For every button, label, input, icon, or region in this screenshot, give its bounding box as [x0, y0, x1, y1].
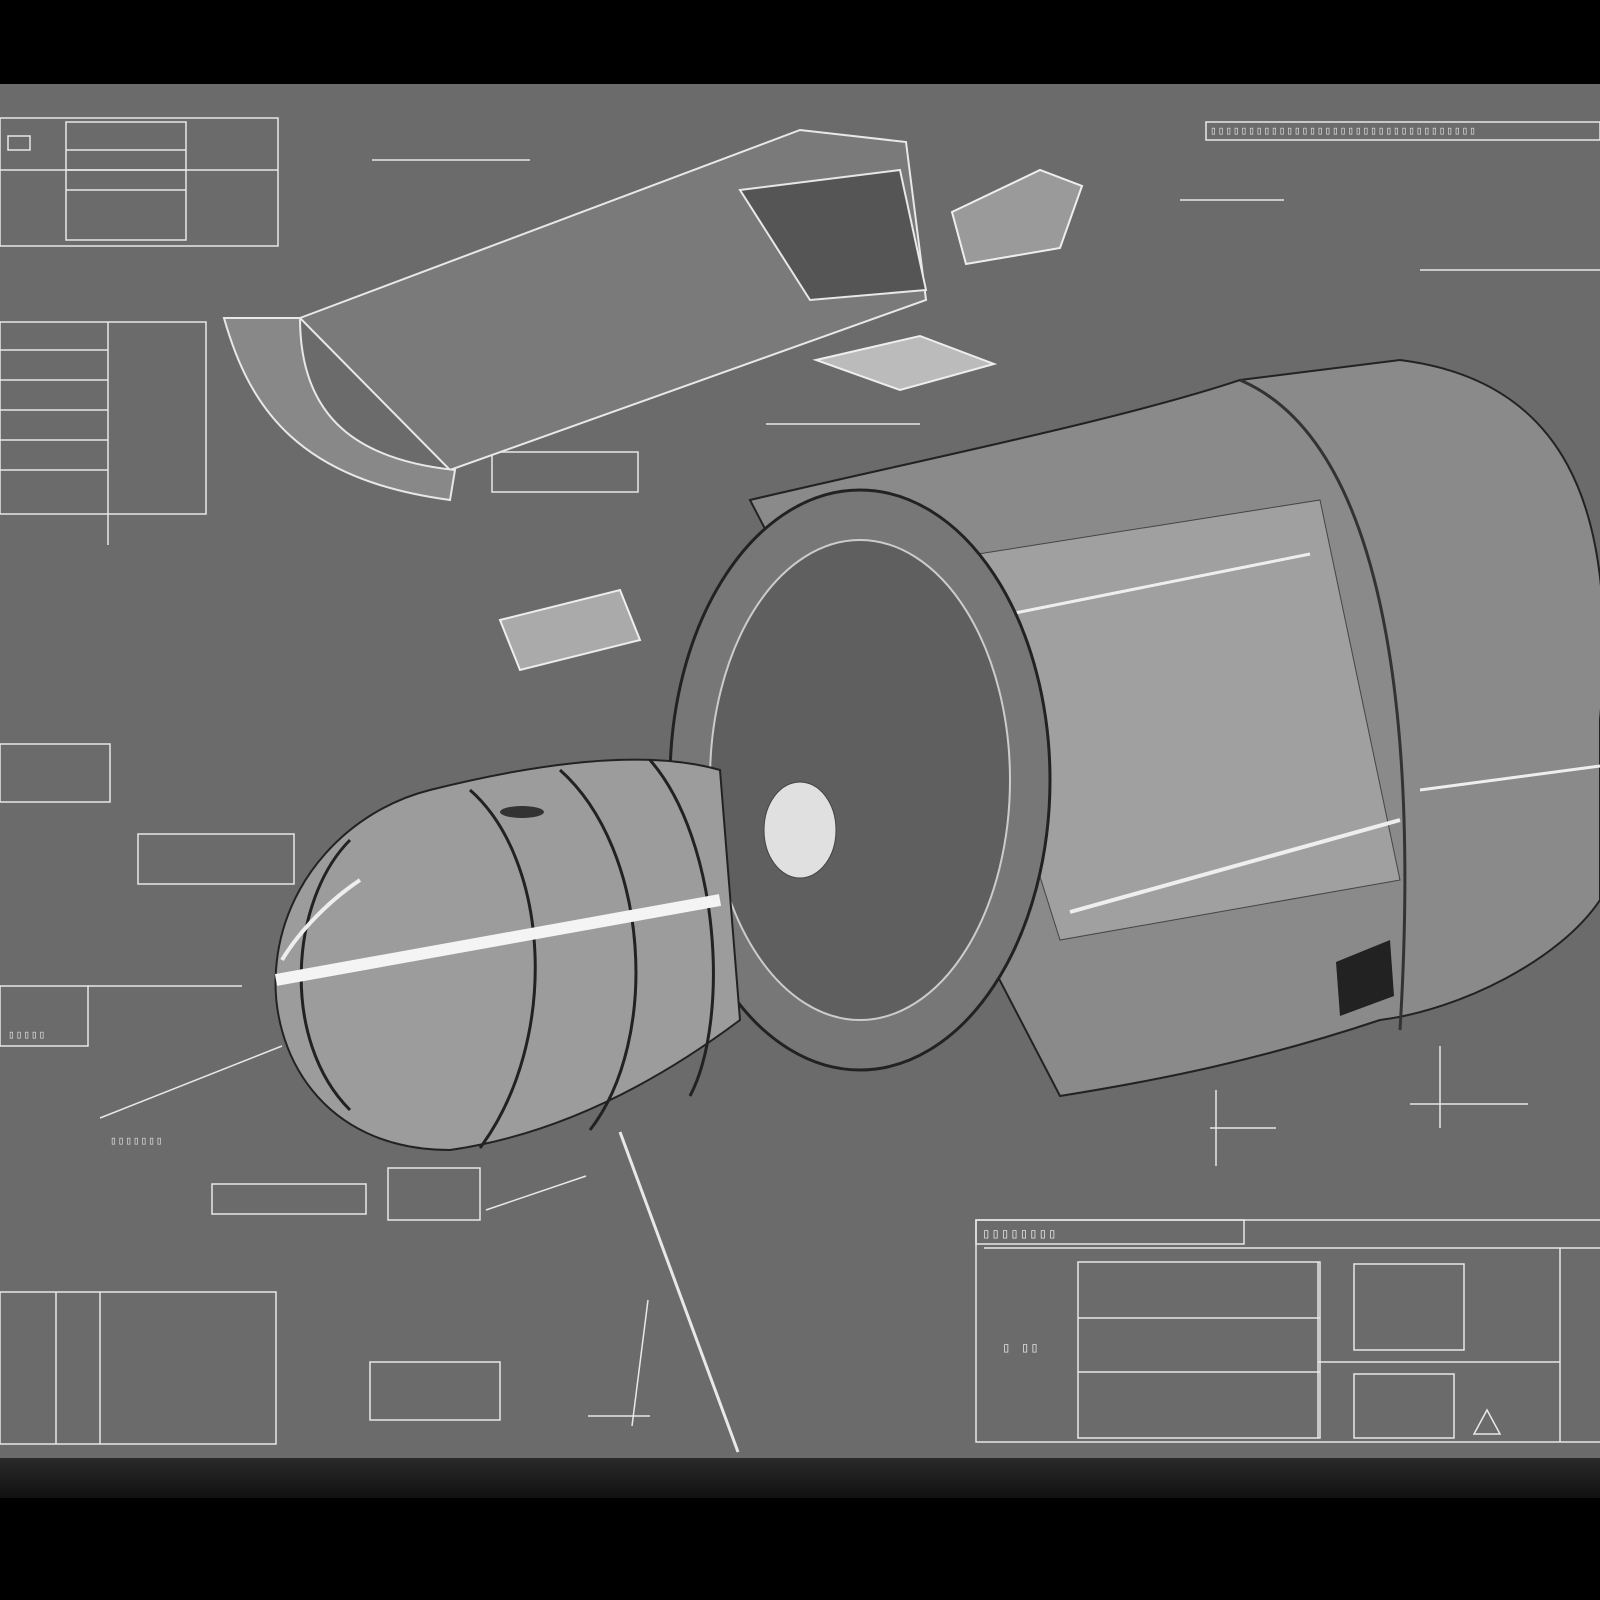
title-block: [975, 1219, 1600, 1443]
main-cylinder-module: [668, 358, 1600, 1098]
annotation-note: ▯▯▯▯▯: [8, 1028, 47, 1041]
upper-hull-section: [222, 128, 928, 502]
title-block-label: ▯▯▯▯▯▯▯▯: [982, 1226, 1058, 1242]
annotation-box: [387, 1167, 481, 1221]
annotation-table-left: [0, 321, 207, 545]
annotation-box: [0, 985, 89, 1047]
annotation-box: [211, 1183, 367, 1215]
annotation-table-top-left: [0, 117, 279, 247]
header-strip: [1205, 121, 1600, 141]
small-component: [498, 168, 1084, 672]
title-block-row: ▯ ▯▯: [1002, 1340, 1040, 1356]
header-strip-text: ▯▯▯▯▯▯▯▯▯▯▯▯▯▯▯▯▯▯▯▯▯▯▯▯▯▯▯▯▯▯▯▯▯▯▯: [1210, 124, 1477, 137]
annotation-box: [491, 451, 639, 493]
annotation-box: [369, 1361, 501, 1421]
annotation-box: [0, 743, 111, 803]
annotation-box: [137, 833, 295, 885]
bottom-frame-bar: [0, 1458, 1600, 1498]
nose-module: [274, 758, 742, 1152]
annotation-note: ▯▯▯▯▯▯▯: [110, 1134, 164, 1147]
annotation-table-bottom-left: [0, 1291, 277, 1445]
